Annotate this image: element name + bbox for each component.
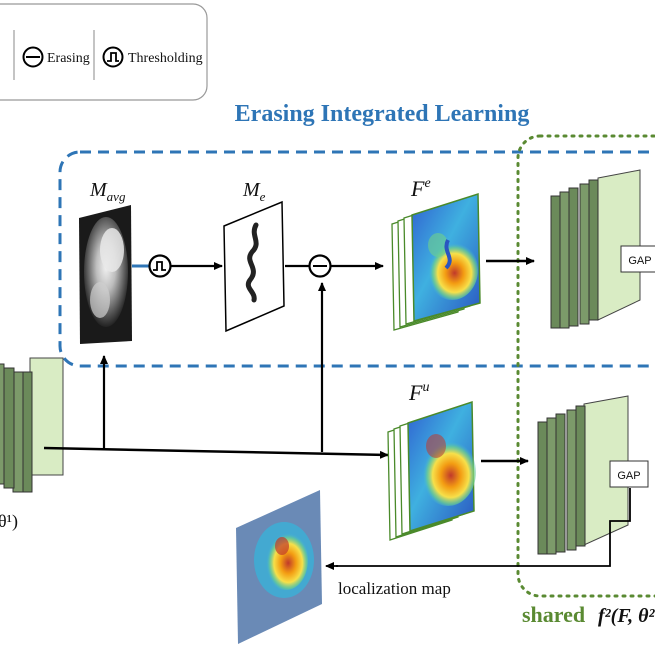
m-e-label: Me [242,179,266,204]
f-u-label: Fu [408,380,429,405]
thresholding-op-icon [148,254,172,278]
f-u-feature-stack [387,400,476,541]
f-e-feature-stack [391,192,481,331]
legend-thresholding-label: Thresholding [128,51,203,66]
shared-label: shared [522,602,585,627]
thresholding-icon [102,46,124,68]
localization-map-image [236,490,322,644]
section-title: Erasing Integrated Learning [235,101,530,127]
erasing-region [58,150,655,368]
legend-erasing-label: Erasing [47,51,90,66]
m-avg-label: Mavg [89,179,126,204]
backbone-feature-block [0,357,64,493]
gap-label-bottom: GAP [617,470,640,482]
f-e-label: Fe [410,176,431,201]
shared-region [516,134,655,598]
backbone-label-fragment: θ¹) [0,511,18,532]
erasing-icon [22,46,44,68]
m-e-image [223,200,285,333]
legend-box: Erasing Thresholding [0,3,208,101]
top-classifier-block: GAP [550,169,655,329]
gap-label-top: GAP [628,255,651,267]
m-avg-image [79,205,132,344]
bottom-classifier-block: GAP [537,395,649,555]
localization-map-label: localization map [338,579,451,598]
erasing-op-icon [308,254,332,278]
classifier-label-fragment: f²(F, θ² [598,605,655,627]
